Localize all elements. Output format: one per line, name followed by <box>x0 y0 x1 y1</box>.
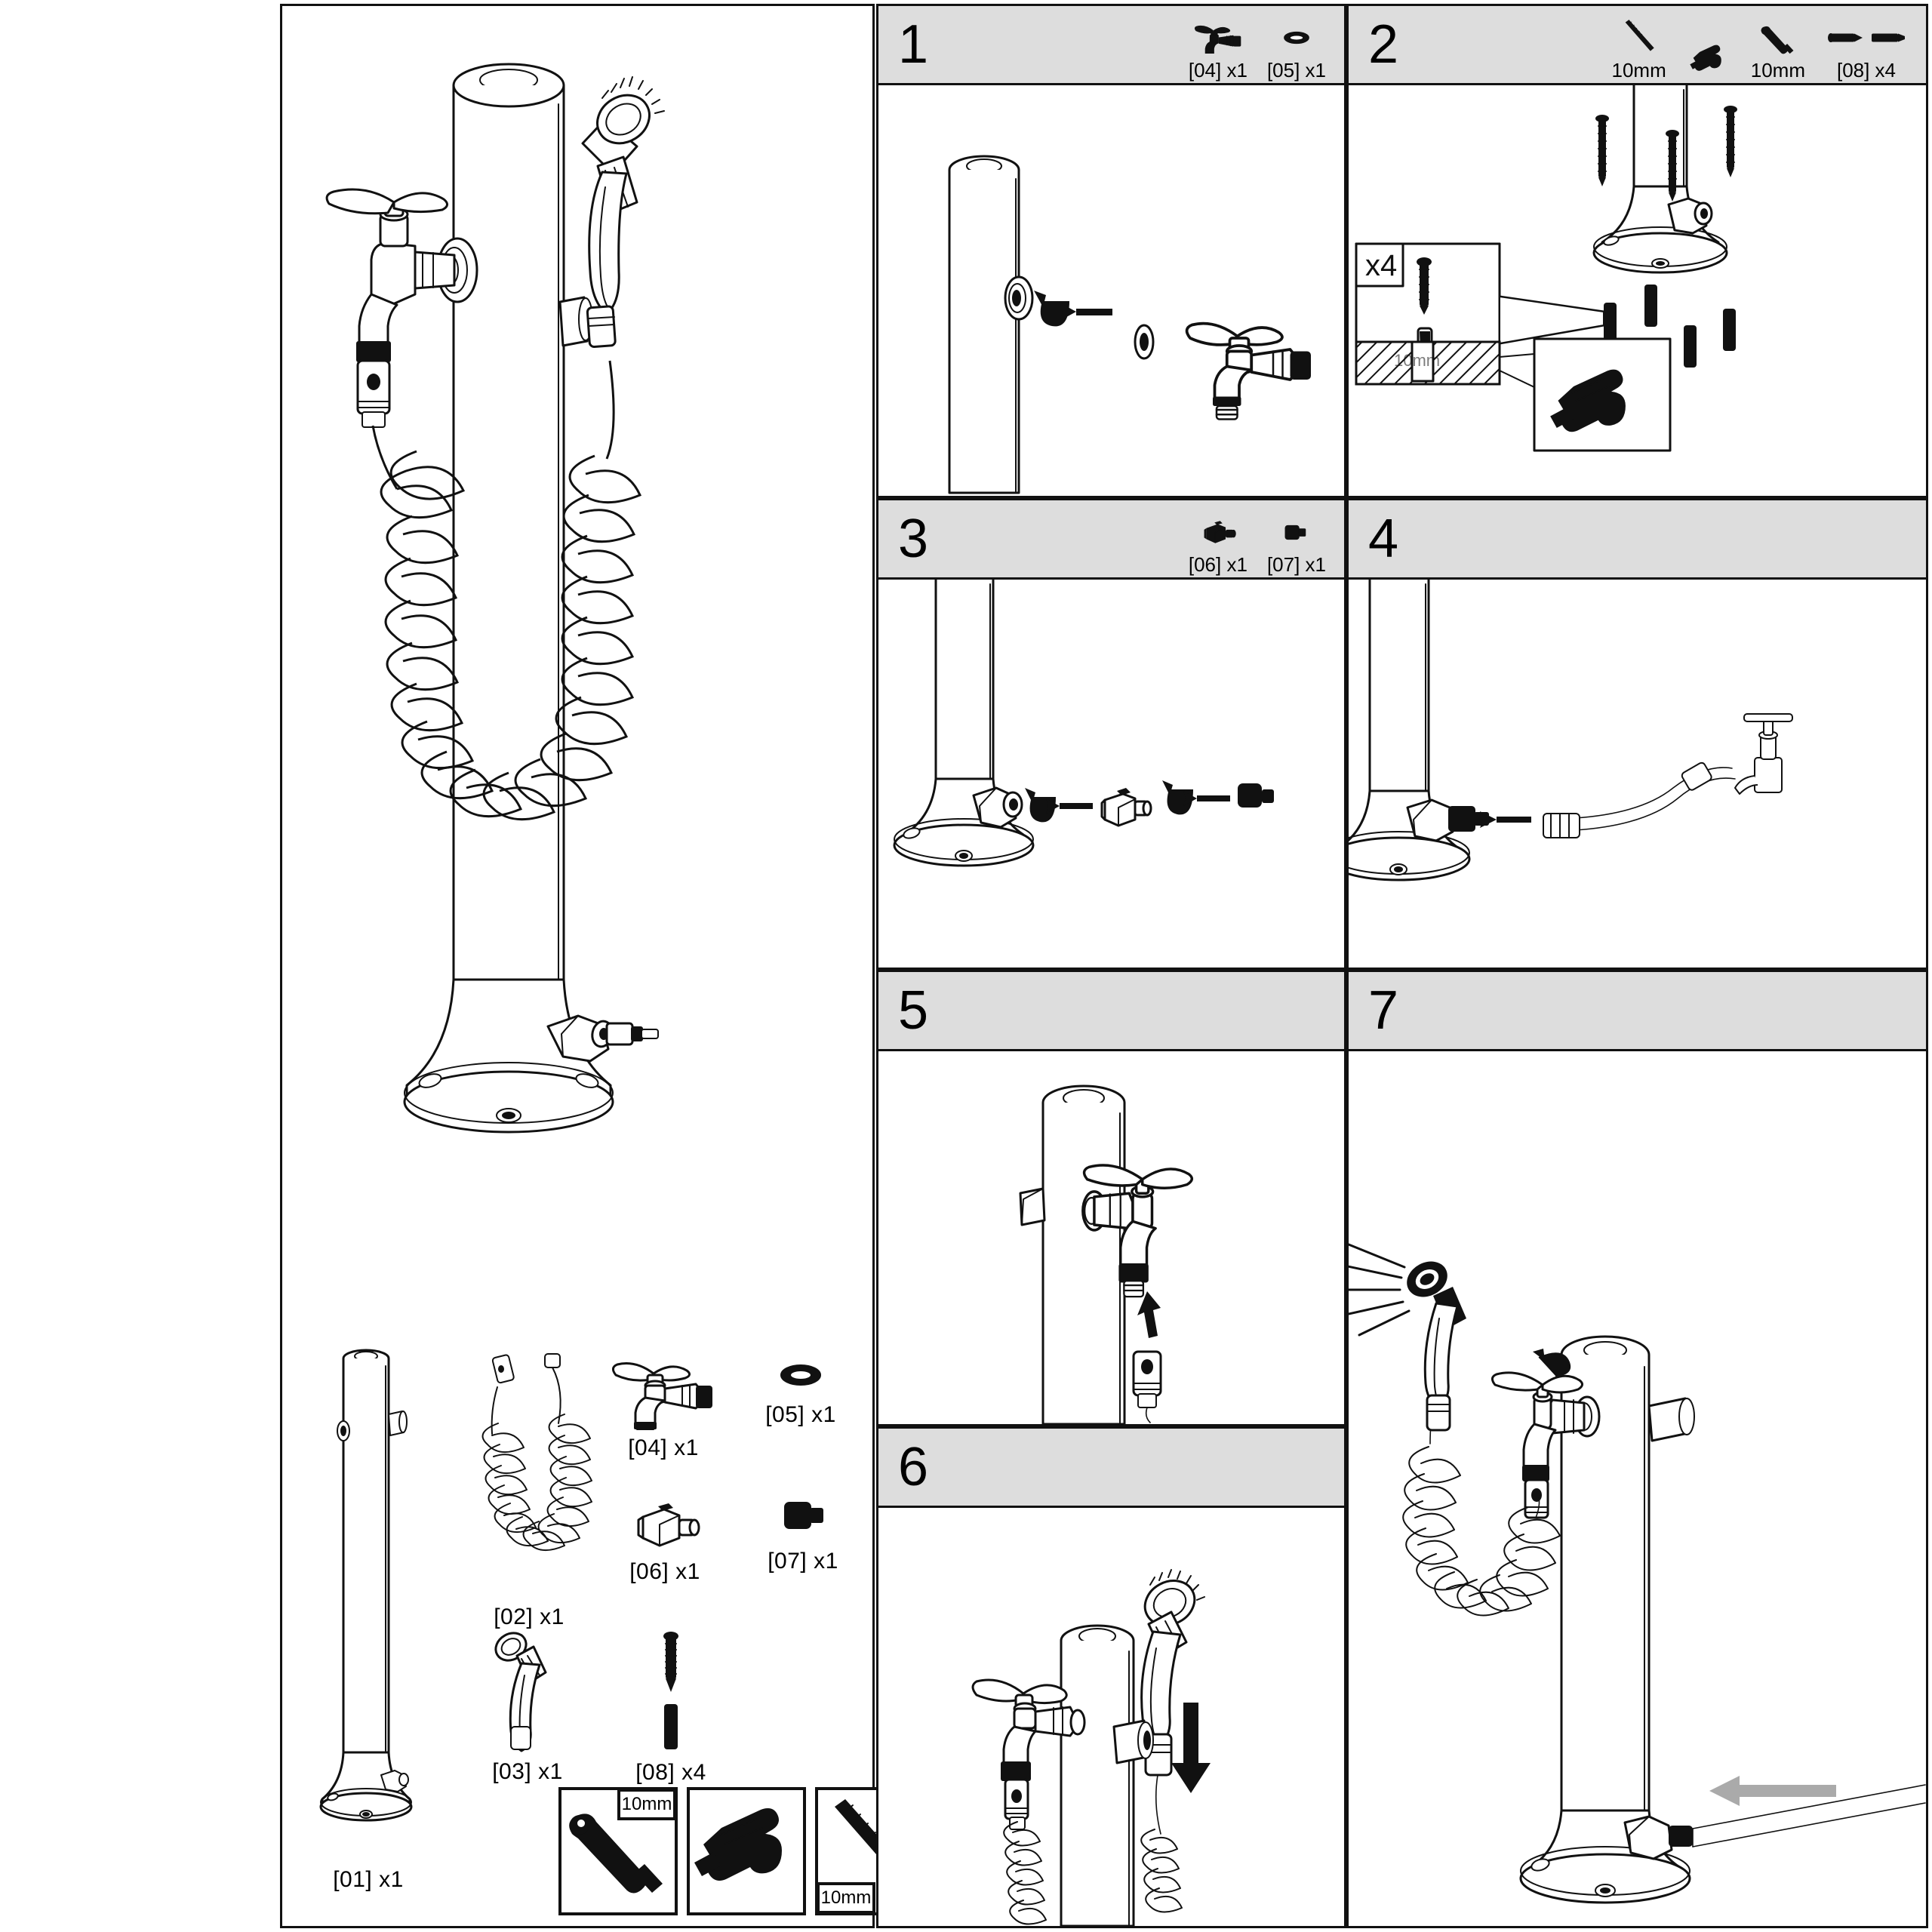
power-drill-tool-icon <box>694 1808 782 1881</box>
o-ring-seal-icon <box>771 1355 831 1398</box>
step-6-illustration <box>878 1508 1344 1926</box>
step-1-panel: 1 <box>876 4 1346 498</box>
coiled-hose-icon <box>457 1351 601 1600</box>
step-7-panel: 7 <box>1346 970 1928 1928</box>
step-2-number: 2 <box>1368 14 1398 75</box>
part-08-label: [08] x4 <box>635 1760 706 1785</box>
part-02: [02] x1 <box>457 1351 601 1630</box>
wall-plugs <box>1604 285 1736 368</box>
parts-list: [01] x1 <box>282 1334 934 1930</box>
step-1-part-04-label: [04] x1 <box>1188 59 1247 82</box>
step-3-illustration <box>878 580 1344 968</box>
step-5-illustration <box>878 1051 1344 1424</box>
step-3-part-07-label: [07] x1 <box>1266 553 1326 576</box>
wrench-tool-icon <box>569 1814 663 1894</box>
part-01: [01] x1 <box>293 1342 444 1893</box>
tool-box-wrench: 10mm <box>558 1787 678 1915</box>
step-2-part-08-label: [08] x4 <box>1836 59 1897 82</box>
step-1-header: 1 <box>878 6 1344 85</box>
coiled-hose-left <box>371 360 642 821</box>
step-2-tool-drill <box>1686 3 1731 83</box>
part-06-label: [06] x1 <box>629 1559 700 1584</box>
step-6-panel: 6 <box>876 1426 1346 1928</box>
part-01-label: [01] x1 <box>333 1867 404 1892</box>
step-3-part-07: [07] x1 <box>1267 497 1326 577</box>
step-2-inset-x4-label: x4 <box>1365 249 1397 282</box>
step-5-header: 5 <box>878 972 1344 1051</box>
hero-illustration <box>282 6 872 1334</box>
step-3-header: 3 [06] x1 <box>878 500 1344 580</box>
part-04-label: [04] x1 <box>628 1435 699 1460</box>
anchor-screws-top <box>1595 106 1737 202</box>
step-2-panel: 2 10mm <box>1346 4 1928 498</box>
step-1-number: 1 <box>898 14 928 75</box>
step-4-illustration <box>1349 580 1926 968</box>
step-7-illustration <box>1349 1051 1926 1926</box>
step-1-illustration <box>878 85 1344 496</box>
step-7-number: 7 <box>1368 980 1398 1041</box>
steps-grid: 1 <box>876 4 1928 1928</box>
step-5-panel: 5 <box>876 970 1346 1426</box>
step-6-header: 6 <box>878 1429 1344 1508</box>
garden-tap-icon <box>1192 17 1244 59</box>
o-ring-seal-icon <box>1278 17 1315 59</box>
part-07: [07] x1 <box>750 1485 856 1574</box>
step-1-part-04: [04] x1 <box>1189 3 1247 83</box>
step-6-number: 6 <box>898 1437 928 1497</box>
tool-box-drill <box>687 1787 806 1915</box>
step-1-part-05-label: [05] x1 <box>1266 59 1326 82</box>
water-post-column-icon <box>297 1342 440 1863</box>
step-2-tool-wrench-label: 10mm <box>1750 59 1805 82</box>
base-inlet-fitting <box>546 1014 659 1063</box>
part-06: [06] x1 <box>608 1494 721 1585</box>
step-2-tool-wrench: 10mm <box>1751 3 1805 83</box>
step-3-part-06: [06] x1 <box>1189 497 1247 577</box>
shower-head-icon <box>475 1630 580 1755</box>
wrench-size-tag: 10mm <box>617 1789 676 1820</box>
part-03-label: [03] x1 <box>492 1759 563 1784</box>
part-07-label: [07] x1 <box>768 1549 838 1574</box>
hero-panel: [01] x1 <box>280 4 934 1930</box>
step-3-part-06-label: [06] x1 <box>1188 553 1247 576</box>
threaded-adapter-icon <box>1278 511 1315 553</box>
step-5-number: 5 <box>898 980 928 1041</box>
step-2-part-08: [08] x4 <box>1825 3 1908 83</box>
anchor-screw-icon <box>637 1629 705 1755</box>
step-1-part-05: [05] x1 <box>1267 3 1326 83</box>
drill-bit-tool-icon <box>1619 17 1660 59</box>
power-drill-tool-icon <box>1686 36 1731 78</box>
hose-connector-icon <box>1196 511 1240 553</box>
step-7-header: 7 <box>1349 972 1926 1051</box>
step-3-number: 3 <box>898 509 928 569</box>
part-03: [03] x1 <box>471 1630 584 1785</box>
step-4-header: 4 <box>1349 500 1926 580</box>
step-4-panel: 4 <box>1346 498 1928 970</box>
anchor-screw-icon <box>1825 17 1908 59</box>
part-02-label: [02] x1 <box>494 1604 565 1629</box>
step-2-tool-drill-bit: 10mm <box>1612 3 1666 83</box>
step-3-panel: 3 [06] x1 <box>876 498 1346 970</box>
step-2-tool-drill-bit-label: 10mm <box>1611 59 1666 82</box>
step-4-number: 4 <box>1368 509 1398 569</box>
step-2-header: 2 10mm <box>1349 6 1926 85</box>
svg-text:10mm: 10mm <box>1394 351 1440 370</box>
garden-tap-icon <box>607 1348 720 1431</box>
part-04: [04] x1 <box>607 1348 720 1461</box>
part-05: [05] x1 <box>752 1355 850 1428</box>
shower-head-assembly <box>558 76 665 348</box>
step-2-illustration: x4 <box>1349 85 1926 496</box>
tap-assembly <box>325 188 478 428</box>
wrench-tool-icon <box>1757 17 1799 59</box>
part-05-label: [05] x1 <box>765 1402 836 1427</box>
drill-bit-size-tag: 10mm <box>817 1882 875 1914</box>
part-08: [08] x4 <box>614 1629 728 1786</box>
hose-connector-icon <box>623 1494 706 1555</box>
threaded-adapter-icon <box>769 1485 837 1544</box>
